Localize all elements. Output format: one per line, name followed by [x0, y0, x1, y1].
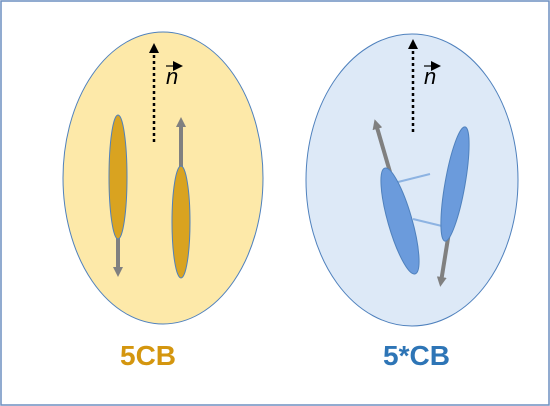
molecule-5cb-1	[108, 114, 128, 240]
domain-ellipse-5cb	[62, 31, 264, 325]
molecule-5cb-2	[171, 165, 191, 279]
panel-5cb: n 5CB	[62, 31, 264, 371]
domain-ellipse-5starcb	[305, 33, 519, 327]
panel-label-5cb: 5CB	[120, 340, 176, 371]
panel-label-5starcb: 5*CB	[383, 340, 450, 371]
molecule-5starcb-2	[440, 126, 470, 242]
panel-5starcb: n 5*CB	[305, 33, 519, 371]
dipole-arrow-right-molecule-1	[372, 119, 392, 173]
molecule-link-1	[393, 173, 431, 184]
molecule-5starcb-1	[380, 167, 420, 275]
director-label-5starcb: n	[424, 64, 436, 89]
director-label-5cb: n	[166, 64, 178, 89]
